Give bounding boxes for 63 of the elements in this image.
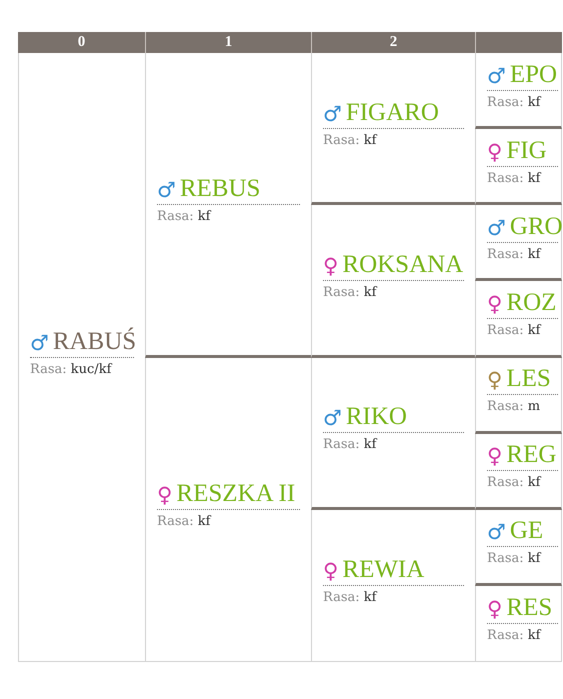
breed-text: Rasa: kf (323, 284, 376, 301)
horse-name: REBUS (180, 174, 260, 203)
pedigree-cell (475, 205, 562, 282)
horse-name: RES (506, 594, 552, 622)
horse-name: ROZ (506, 288, 556, 317)
pedigree-cell (311, 358, 475, 510)
pedigree-cell (475, 510, 562, 586)
breed-text: Rasa: kf (487, 628, 540, 644)
breed-text: Rasa: kf (487, 475, 540, 492)
pedigree-cell (475, 358, 562, 434)
male-symbol: ♂ (30, 330, 49, 356)
male-symbol: ♂ (487, 519, 506, 546)
breed-text: Rasa: kf (157, 208, 210, 225)
pedigree-cell (475, 129, 562, 206)
female-symbol: ♀ (157, 482, 172, 508)
horse-name: GE (510, 517, 544, 546)
breed-text: Rasa: kf (157, 514, 210, 530)
pedigree-cell (18, 53, 145, 662)
pedigree-cell (145, 358, 311, 662)
breed-text: Rasa: kuc/kf (30, 362, 112, 378)
pedigree-cell (475, 586, 562, 662)
male-symbol: ♂ (323, 405, 342, 432)
breed-text: Rasa: m (487, 399, 540, 416)
female-symbol: ♀ (487, 367, 502, 394)
pedigree-cell (311, 53, 475, 206)
pedigree-cell (475, 53, 562, 130)
breed-text: Rasa: kf (487, 94, 540, 111)
horse-name: RESZKA II (176, 480, 296, 508)
horse-name: ROKSANA (342, 250, 464, 279)
female-symbol: ♀ (487, 596, 502, 622)
breed-text: Rasa: kf (487, 170, 540, 187)
female-symbol: ♀ (323, 558, 338, 584)
male-symbol: ♂ (323, 100, 342, 127)
horse-name: GRO (510, 212, 563, 241)
female-symbol: ♀ (323, 252, 338, 279)
horse-name: LES (506, 365, 551, 394)
pedigree-cell (311, 205, 475, 358)
column-header: 1 (145, 32, 311, 53)
pedigree-cell (311, 510, 475, 662)
breed-text: Rasa: kf (487, 246, 540, 263)
male-symbol: ♂ (487, 214, 506, 241)
pedigree-cell (475, 434, 562, 510)
female-symbol: ♀ (487, 138, 502, 165)
horse-name: FIGARO (346, 98, 439, 127)
breed-text: Rasa: kf (487, 322, 540, 339)
female-symbol: ♀ (487, 290, 502, 317)
breed-text: Rasa: kf (323, 437, 376, 454)
horse-name: RABUŚ (52, 328, 136, 356)
pedigree-cell (145, 53, 311, 358)
breed-text: Rasa: kf (487, 551, 540, 568)
breed-text: Rasa: kf (323, 132, 376, 149)
column-header: 2 (311, 32, 475, 53)
pedigree-cell (475, 281, 562, 358)
horse-name: RIKO (346, 403, 407, 432)
male-symbol: ♂ (157, 176, 176, 203)
horse-name: EPO (510, 60, 558, 89)
horse-name: FIG (506, 136, 547, 165)
horse-name: REG (506, 441, 556, 470)
column-header: 0 (18, 32, 145, 53)
male-symbol: ♂ (487, 62, 506, 89)
female-symbol: ♀ (487, 443, 502, 470)
horse-name: REWIA (342, 556, 424, 584)
breed-text: Rasa: kf (323, 590, 376, 606)
